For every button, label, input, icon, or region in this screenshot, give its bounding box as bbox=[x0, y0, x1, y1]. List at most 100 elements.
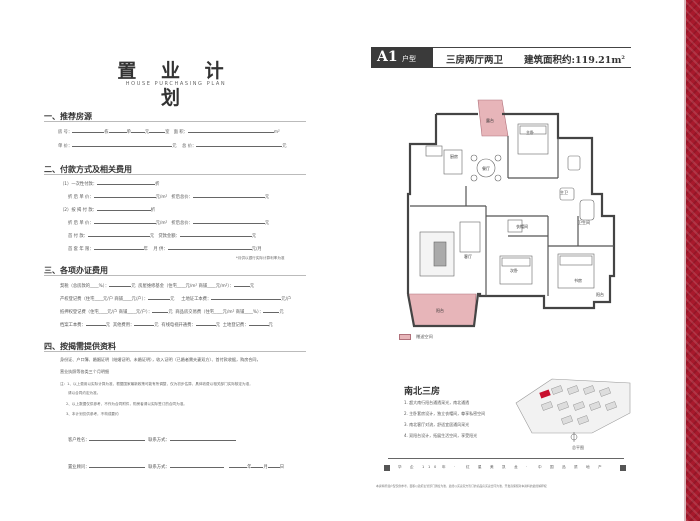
building-field[interactable] bbox=[72, 129, 105, 133]
customer-contact-field[interactable] bbox=[169, 437, 236, 441]
label: 元 bbox=[168, 310, 173, 315]
label: 契税（总房款的____%）： bbox=[60, 284, 110, 289]
cable-fee-field[interactable] bbox=[195, 322, 216, 326]
motto-char: 产 bbox=[598, 465, 602, 469]
label: 土地证工本费： bbox=[181, 297, 212, 302]
label: 商品房交易费（住宅____元/m² 商铺____%）： bbox=[175, 310, 264, 315]
label: 单 价： bbox=[58, 144, 73, 149]
label: （2）按 揭 付 款： bbox=[60, 208, 97, 213]
section-title-payment: 二、付款方式及相关费用 bbox=[44, 165, 132, 174]
month-field[interactable] bbox=[251, 464, 264, 468]
consultant-name-field[interactable] bbox=[89, 464, 146, 468]
page-title: 置 业 计 划 bbox=[117, 60, 233, 109]
customer-name-field[interactable] bbox=[89, 437, 146, 441]
room-label-kitchen: 厨房 bbox=[450, 153, 458, 159]
section-rule bbox=[44, 275, 306, 276]
motto-char: 中 bbox=[538, 465, 542, 469]
mortgage-total-field[interactable] bbox=[192, 220, 265, 224]
day-field[interactable] bbox=[267, 464, 280, 468]
unit-suffix: 户型 bbox=[402, 55, 416, 63]
mortgage-unit-price-field[interactable] bbox=[93, 220, 156, 224]
note-1-cont: 请以合同约定为准。 bbox=[68, 391, 101, 395]
total-price-field[interactable] bbox=[196, 143, 283, 147]
label: 元 bbox=[282, 144, 287, 149]
motto-char: 美 bbox=[490, 465, 494, 469]
maintenance-fund-field[interactable] bbox=[233, 283, 250, 287]
label: 贷款金额： bbox=[158, 234, 180, 239]
label: 元 bbox=[215, 323, 220, 328]
compass-icon bbox=[570, 432, 578, 442]
section-rule bbox=[44, 121, 306, 122]
land-reg-fee-field[interactable] bbox=[248, 322, 269, 326]
room-label-closet: 衣帽间 bbox=[516, 223, 528, 229]
loan-term-field[interactable] bbox=[93, 246, 144, 250]
label: 栋 bbox=[104, 130, 109, 135]
motto-char: 星 bbox=[478, 465, 482, 469]
unit-description: 三房两厅两卫 bbox=[446, 55, 504, 66]
other-fee-field[interactable] bbox=[134, 322, 155, 326]
row-consultant-sign: 置业顾问： 联系方式： 年月日 bbox=[68, 464, 284, 470]
motto-char: 1 bbox=[422, 465, 425, 469]
area-text: 建筑面积约:119.21m bbox=[524, 55, 622, 66]
room-label-balcony-2: 阳台 bbox=[596, 291, 604, 297]
row-down-payment: 首 付 款：元 贷款金额：元 bbox=[68, 233, 256, 239]
full-total-field[interactable] bbox=[192, 194, 265, 198]
row-price: 折 单 价：元 总 价：元 bbox=[58, 143, 287, 149]
section-rule bbox=[44, 351, 306, 352]
label: 元 bbox=[144, 130, 150, 135]
highlighted-building bbox=[539, 389, 551, 399]
label: 面 积： bbox=[173, 130, 188, 135]
full-discount-field[interactable] bbox=[97, 181, 156, 185]
motto-char: 1 bbox=[428, 465, 431, 469]
motto-char: 凯 bbox=[502, 465, 506, 469]
area-superscript: 2 bbox=[621, 54, 625, 61]
header-rule bbox=[433, 47, 631, 48]
mortgage-reg-field[interactable] bbox=[152, 309, 169, 313]
page-subtitle: HOUSE PURCHASING PLAN bbox=[125, 81, 227, 87]
label: 元/户 bbox=[281, 297, 292, 302]
unit-price-field[interactable] bbox=[72, 143, 173, 147]
unit-type-badge: A1 户型 bbox=[371, 47, 433, 68]
label: 土地登记费： bbox=[222, 323, 249, 328]
section-title-recommended: 一、推荐房源 bbox=[44, 112, 92, 121]
label: 元 bbox=[264, 221, 270, 226]
loan-amount-field[interactable] bbox=[179, 233, 252, 237]
feature-item: 3. 南北客厅对流，舒适宜居通风采光 bbox=[404, 422, 470, 427]
feature-item: 1. 超大南行阳台通透采光，南北通透 bbox=[404, 400, 470, 405]
label: 档案工本费： bbox=[60, 323, 86, 328]
label: 折 后 单 价： bbox=[68, 195, 94, 200]
unit-field[interactable] bbox=[108, 129, 127, 133]
down-payment-field[interactable] bbox=[87, 233, 150, 237]
room-label-study: 书房 bbox=[574, 277, 582, 283]
full-unit-price-field[interactable] bbox=[93, 194, 156, 198]
section-title-documents: 四、按揭需提供资料 bbox=[44, 342, 116, 351]
row-full-discount: 折 后 单 价：元/m² 折后总价：元 bbox=[68, 194, 269, 200]
room-field[interactable] bbox=[149, 129, 166, 133]
deed-tax-field[interactable] bbox=[109, 283, 132, 287]
archive-fee-field[interactable] bbox=[85, 322, 106, 326]
property-reg-field[interactable] bbox=[148, 296, 171, 300]
label: 元 bbox=[149, 234, 155, 239]
mortgage-discount-field[interactable] bbox=[96, 207, 151, 211]
row-room-number: 房 号：栋单元室 面 积：m² bbox=[58, 129, 280, 135]
label: 元 bbox=[154, 323, 159, 328]
motto-char: 国 bbox=[550, 465, 554, 469]
row-loan-term: 首 套 年 限：年 月 供：元/月 bbox=[68, 246, 262, 252]
label: 联系方式： bbox=[148, 465, 170, 470]
year-field[interactable] bbox=[229, 464, 248, 468]
area-field[interactable] bbox=[187, 129, 274, 133]
monthly-payment-field[interactable] bbox=[167, 246, 252, 250]
consultant-contact-field[interactable] bbox=[169, 464, 224, 468]
label: 客户姓名： bbox=[68, 438, 90, 443]
label: 元 bbox=[131, 284, 136, 289]
unit-sub-field[interactable] bbox=[130, 129, 145, 133]
label: 联系方式： bbox=[148, 438, 170, 443]
label: 元/月 bbox=[251, 247, 262, 252]
footer-motto: 华 企 1 1 0 年 · 红 星 美 凯 龙 · 中 国 品 质 地 产 bbox=[384, 465, 634, 473]
transaction-fee-field[interactable] bbox=[263, 309, 280, 313]
motto-char: · bbox=[454, 465, 456, 469]
motto-char: 质 bbox=[574, 465, 578, 469]
label: 置业顾问： bbox=[68, 465, 90, 470]
label: 元/m² bbox=[155, 195, 168, 200]
land-cert-fee-field[interactable] bbox=[211, 296, 282, 300]
